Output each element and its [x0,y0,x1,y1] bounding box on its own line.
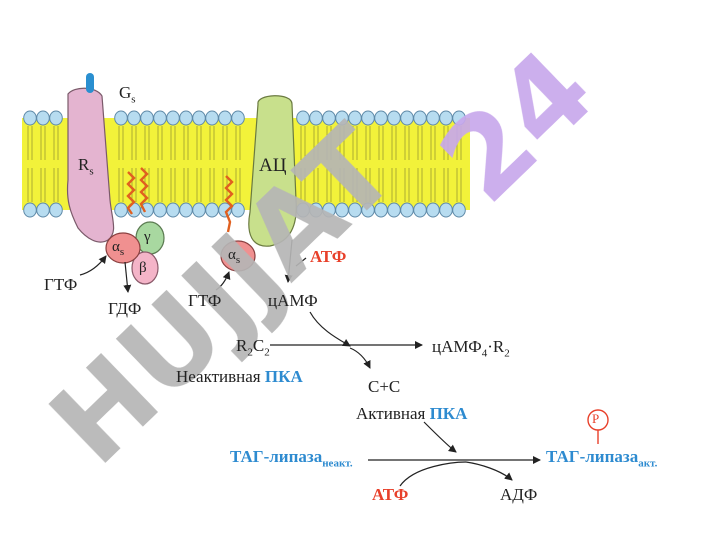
arrow-gtp-in [79,255,107,276]
lipid-head [23,202,37,218]
lipid-head [114,202,128,218]
label-beta: β [139,260,147,276]
g-beta-subunit [131,251,159,285]
lipid-head [192,110,206,126]
label-ac: АЦ [259,155,287,176]
arrow-camp-binding [309,311,351,347]
lipid-head [452,110,466,126]
lipid-head [179,202,193,218]
label-gdp: ГДФ [108,299,142,318]
label-tag-lipase-active: ТАГ-липазаакт. [546,447,658,470]
label-atp-top: АТФ [310,247,347,266]
label-tag-lipase-inactive: ТАГ-липазанеакт. [230,447,353,470]
lipid-head [192,202,206,218]
label-gtp-2: ГТФ [188,291,222,310]
lipid-head [413,202,427,218]
lipid-head [114,110,128,126]
lipid-head [49,202,63,218]
lipid-anchor-2 [139,167,149,213]
label-camp: цАМФ [268,291,318,310]
label-adp: АДФ [500,485,538,504]
label-atp-bottom: АТФ [372,485,409,504]
g-alpha-subunit-1 [105,232,141,264]
lipid-head [439,202,453,218]
arrow-gtp-alpha [215,271,231,291]
lipid-head [205,110,219,126]
lipid-head [426,202,440,218]
label-r2c2: R2C2 [236,336,270,359]
lipid-head [153,110,167,126]
label-gtp-1: ГТФ [44,275,78,294]
lipid-head [179,110,193,126]
reaction-arrows [79,239,541,487]
arrow-ac-camp [284,239,293,283]
arrow-atp-link [295,257,307,267]
label-alpha-1: αs [112,239,125,258]
lipid-head [49,110,63,126]
adenylate-cyclase [248,95,297,247]
lipid-head [387,110,401,126]
arrow-pka-lipase [423,421,457,453]
lipid-head [361,110,375,126]
label-camp4-r2: цАМФ4·R2 [432,337,510,360]
lipid-head [36,202,50,218]
arrow-gdp-out [123,261,132,293]
arrow-atp-in [399,461,467,487]
lipid-anchor-3 [224,175,234,233]
lipid-head [36,110,50,126]
lipid-head [452,202,466,218]
label-gamma: γ [144,229,151,245]
lipid-head [400,110,414,126]
lipid-head [296,110,310,126]
lipid-head [374,110,388,126]
lipid-head [348,110,362,126]
lipid-head [166,202,180,218]
lipid-head [127,110,141,126]
lipid-head [231,202,245,218]
lipid-head [413,110,427,126]
lipid-head [23,110,37,126]
label-active-pka: Активная ПКА [356,404,468,423]
lipid-anchor-1 [126,171,136,215]
lipid-head [218,110,232,126]
ligand-marker [86,73,94,93]
arrow-adp-out [465,461,513,481]
label-phosphate: Р [592,411,600,426]
lipid-head [166,110,180,126]
label-rs: Rs [78,155,94,178]
lipid-head [231,110,245,126]
lipid-head [153,202,167,218]
lipid-head [140,110,154,126]
g-alpha-subunit-2 [220,240,256,272]
label-cc: С+С [368,377,401,396]
label-gs: Gs [119,83,136,106]
label-alpha-2: αs [228,247,241,266]
label-inactive-pka: Неактивная ПКА [176,367,303,386]
arrow-cc-release [349,347,371,369]
